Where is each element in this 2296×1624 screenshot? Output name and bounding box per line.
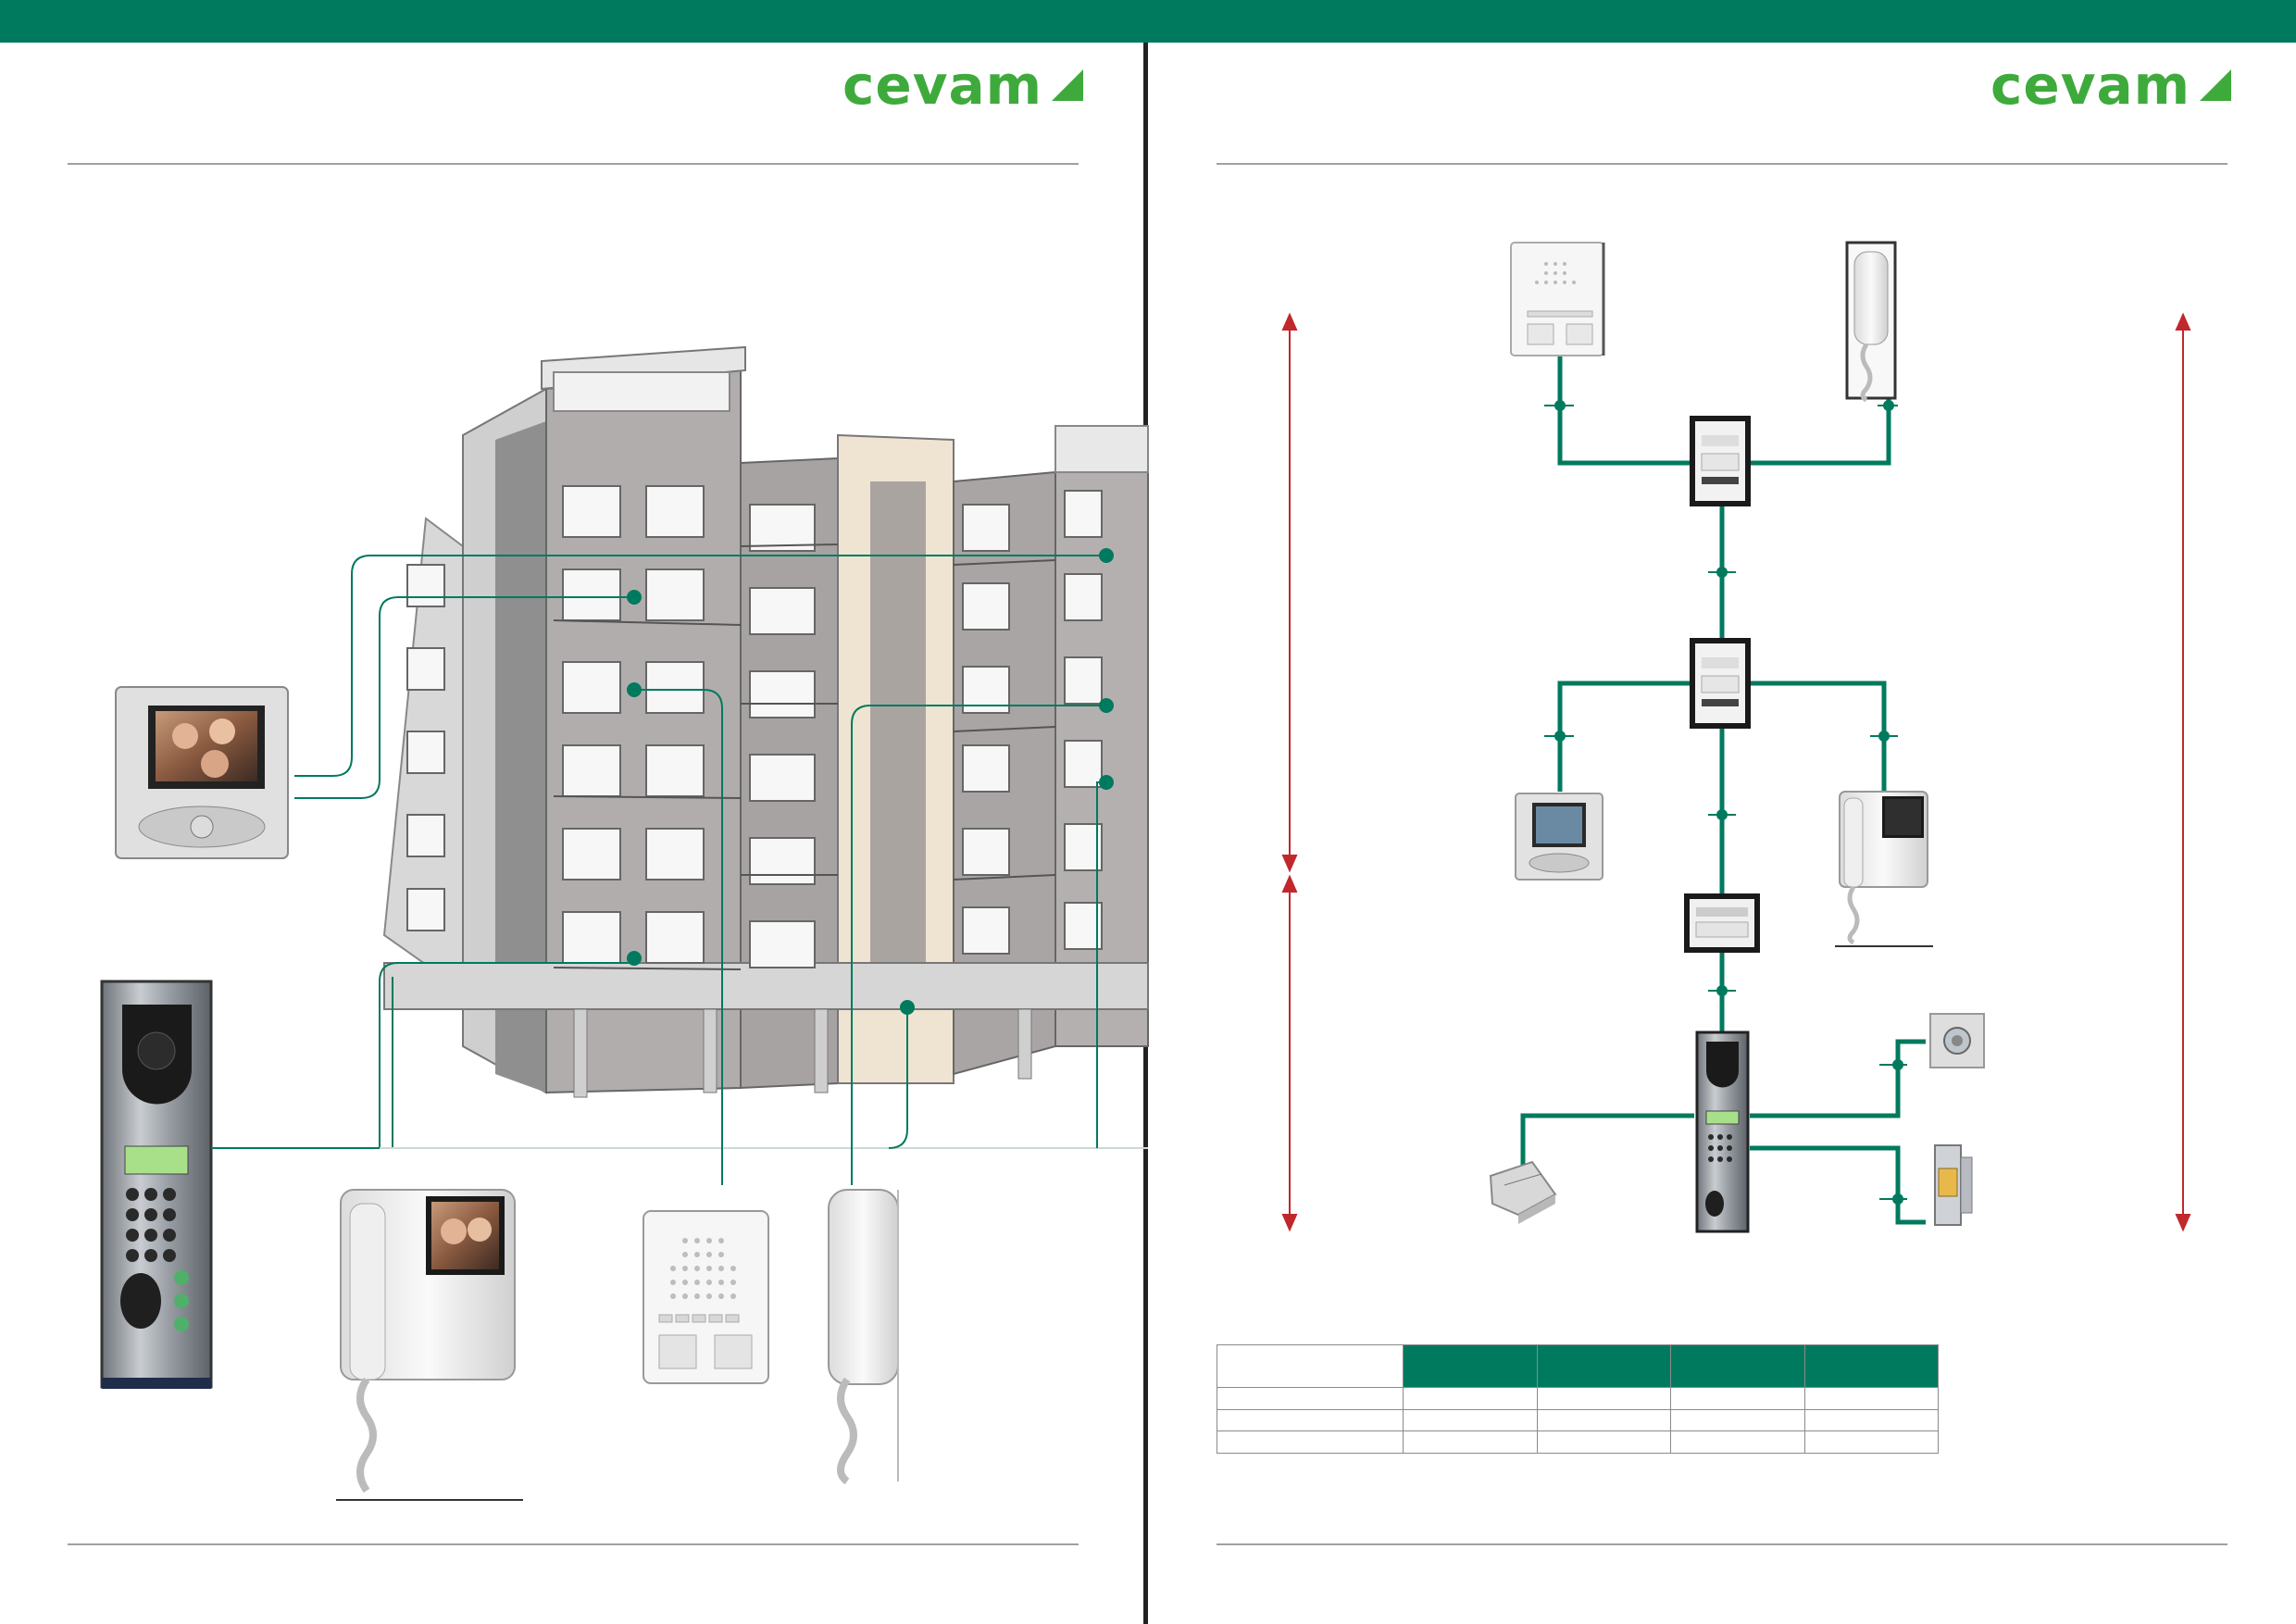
table-cell [1403,1430,1538,1454]
table-header-cell [1670,1344,1805,1388]
hands-free-icon [643,1210,769,1384]
hands-free-icon [1510,242,1605,356]
table-cell [1217,1430,1404,1454]
header-rule-right [1217,163,2227,165]
table-cell [1803,1387,1939,1410]
handset-icon [828,1189,899,1485]
table-cell [1217,1387,1404,1410]
distributor-icon [1690,638,1751,729]
table-cell [1803,1430,1939,1454]
table-row [1217,1387,1939,1410]
table-cell [1670,1430,1805,1454]
table-row [1217,1408,1939,1432]
handset-icon [1845,241,1897,403]
top-bar [0,0,2296,43]
exit-button-icon [1929,1013,1985,1068]
video-handset-icon [1839,791,1928,945]
table-header-cell [1403,1344,1538,1388]
table-header-cell [1217,1344,1404,1388]
footer-rule-left [68,1543,1079,1545]
brand-logo-right: cevam [1990,54,2232,117]
table-cell [1403,1387,1538,1410]
dimension-arrows [1281,312,2191,1232]
brand-logo-text: cevam [842,54,1043,117]
power-module-icon [1684,893,1760,953]
distributor-icon [1690,416,1751,506]
header-rule-left [68,163,1079,165]
apartment-building-icon [382,345,1149,1098]
table-cell [1536,1430,1671,1454]
door-panel-icon [1695,1031,1750,1233]
transformer-icon [1489,1160,1557,1224]
table-cell [1536,1387,1671,1410]
table-cell [1670,1408,1805,1432]
video-monitor-icon [115,686,289,859]
brand-triangle-icon [2200,69,2232,101]
electric-lock-icon [1934,1144,1973,1226]
table-cell [1803,1408,1939,1432]
table-cell [1217,1408,1404,1432]
table-header-cell [1803,1344,1939,1388]
table-header-row [1217,1344,1939,1388]
table-cell [1536,1408,1671,1432]
spec-table [1217,1344,1939,1454]
door-panel-icon [100,980,213,1389]
table-cell [1403,1408,1538,1432]
table-row [1217,1430,1939,1454]
brand-logo-left: cevam [842,54,1084,117]
brand-logo-text: cevam [1990,54,2191,117]
video-monitor-icon [1515,793,1603,881]
video-handset-icon [340,1189,516,1493]
wire-junction-dots [627,548,1114,1015]
brand-triangle-icon [1052,69,1084,101]
footer-rule-right [1217,1543,2227,1545]
table-header-cell [1536,1344,1671,1388]
table-cell [1670,1387,1805,1410]
